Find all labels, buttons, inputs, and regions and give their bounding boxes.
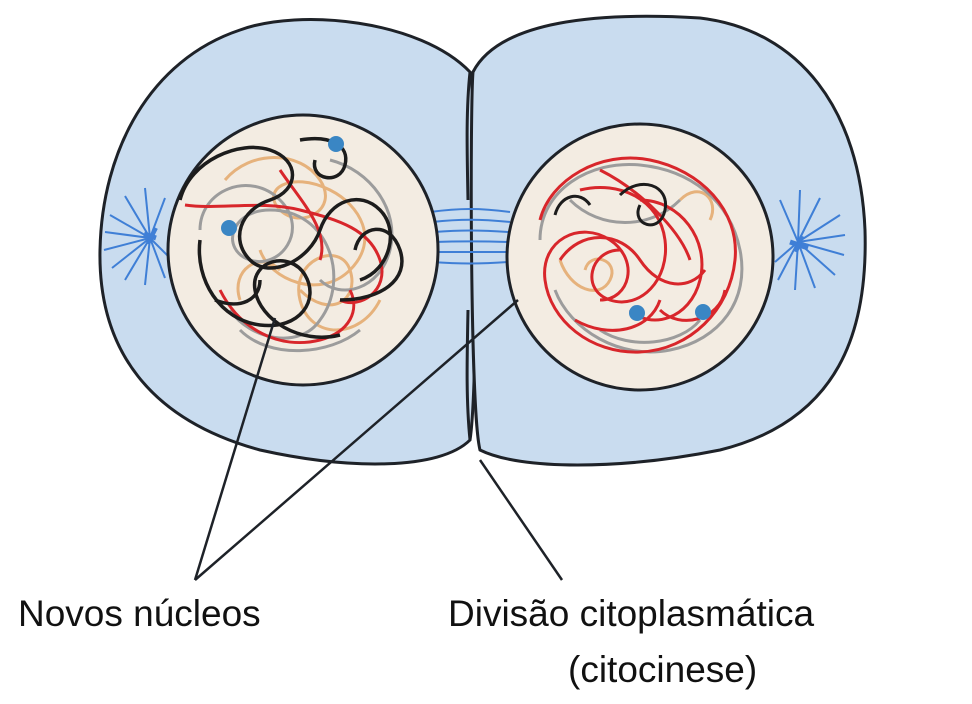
right-nucleus <box>507 124 773 390</box>
label-cytoplasmic-division: Divisão citoplasmática <box>448 592 814 636</box>
left-nucleus <box>168 115 438 385</box>
label-new-nuclei: Novos núcleos <box>18 592 261 636</box>
right-centromere-2 <box>695 304 711 320</box>
label-cytokinesis: (citocinese) <box>568 648 757 692</box>
left-centromere-2 <box>221 220 237 236</box>
left-centromere-1 <box>328 136 344 152</box>
right-centromere-1 <box>629 305 645 321</box>
leader-line-furrow <box>480 460 562 580</box>
